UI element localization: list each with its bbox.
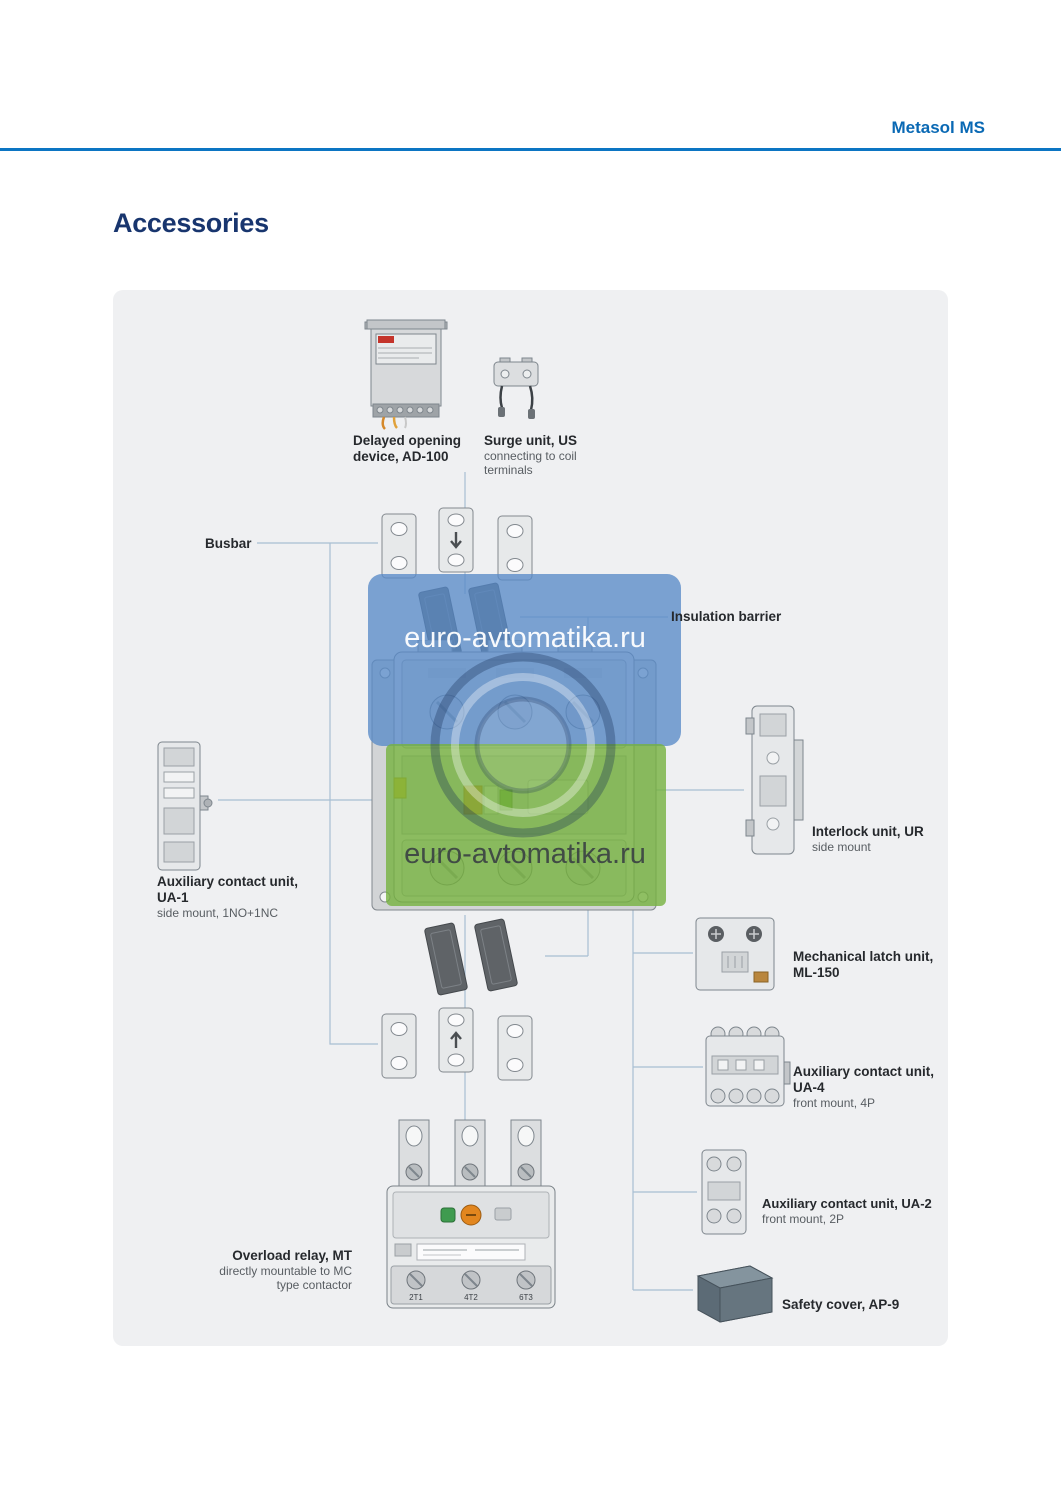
contactor-product-image bbox=[371, 640, 657, 911]
relay-terminal-label: 2T1 bbox=[409, 1293, 423, 1302]
label-insulation-barrier: Insulation barrier bbox=[671, 609, 781, 625]
busbar-plate-image bbox=[381, 1013, 417, 1079]
label-line: Auxiliary contact unit, bbox=[793, 1064, 935, 1079]
relay-label-strip bbox=[416, 1243, 526, 1261]
label-line: Busbar bbox=[205, 536, 252, 551]
relay-test-button bbox=[440, 1207, 456, 1223]
safety-cover-product-image bbox=[696, 1265, 774, 1323]
label-line: Mechanical latch unit, bbox=[793, 949, 934, 964]
contactor-nameplate bbox=[527, 779, 589, 815]
ad100-body bbox=[364, 319, 448, 418]
label-line: UA-1 bbox=[157, 890, 189, 905]
overload-relay-product-image: 2T1 4T2 6T3 bbox=[386, 1119, 556, 1309]
label-interlock-ur: Interlock unit, UR side mount bbox=[812, 824, 924, 854]
insulation-barrier-image bbox=[474, 918, 518, 992]
label-ml150: Mechanical latch unit, ML-150 bbox=[793, 949, 933, 981]
busbar-plate-image bbox=[438, 1007, 474, 1073]
insulation-barrier-image bbox=[424, 922, 468, 996]
label-overload-mt: Overload relay, MT directly mountable to… bbox=[180, 1248, 352, 1292]
label-line: device, AD-100 bbox=[353, 449, 449, 464]
busbar-plate-image bbox=[497, 1015, 533, 1081]
header-brand: Metasol MS bbox=[891, 118, 985, 137]
contactor-bottom-terminals bbox=[429, 850, 601, 886]
ml150-product-image bbox=[695, 917, 775, 991]
label-line: UA-4 bbox=[793, 1080, 825, 1095]
contactor-yellow-marker bbox=[393, 777, 407, 799]
label-safety-cover: Safety cover, AP-9 bbox=[782, 1297, 899, 1313]
label-line: Auxiliary contact unit, bbox=[157, 874, 299, 889]
surge-unit-product-image bbox=[493, 357, 539, 419]
label-ad100: Delayed opening device, AD-100 bbox=[353, 433, 461, 465]
interlock-ur-product-image bbox=[745, 705, 804, 855]
label-busbar: Busbar bbox=[205, 536, 252, 552]
page-title: Accessories bbox=[113, 208, 269, 238]
label-ua4: Auxiliary contact unit, UA-4 front mount… bbox=[793, 1064, 934, 1110]
label-subline: directly mountable to MC bbox=[219, 1264, 352, 1278]
relay-terminal-label: 6T3 bbox=[519, 1293, 533, 1302]
label-subline: connecting to coil bbox=[484, 449, 577, 463]
label-subline: front mount, 2P bbox=[762, 1212, 845, 1226]
label-line: Insulation barrier bbox=[671, 609, 782, 624]
label-subline: type contactor bbox=[276, 1278, 352, 1292]
label-line: Surge unit, US bbox=[484, 433, 578, 448]
busbar-plate-image bbox=[497, 515, 533, 581]
label-subline: front mount, 4P bbox=[793, 1096, 876, 1110]
relay-terminal-label: 4T2 bbox=[464, 1293, 478, 1302]
ua1-product-image bbox=[157, 741, 213, 871]
label-subline: side mount, 1NO+1NC bbox=[157, 906, 279, 920]
label-ua1: Auxiliary contact unit, UA-1 side mount,… bbox=[157, 874, 298, 920]
label-line: Delayed opening bbox=[353, 433, 462, 448]
label-line: ML-150 bbox=[793, 965, 840, 980]
header-rule bbox=[0, 148, 1061, 151]
label-line: Auxiliary contact unit, UA-2 bbox=[762, 1196, 932, 1211]
ua4-product-image bbox=[705, 1026, 791, 1107]
label-line: Safety cover, AP-9 bbox=[782, 1297, 900, 1312]
ua2-product-image bbox=[701, 1149, 747, 1235]
ad100-product-image bbox=[364, 319, 448, 430]
busbar-plate-image bbox=[438, 507, 474, 573]
ad100-wires bbox=[381, 416, 407, 430]
contactor-vents bbox=[428, 668, 602, 678]
contactor-coil-terminal bbox=[463, 785, 483, 815]
label-line: Overload relay, MT bbox=[232, 1248, 352, 1263]
label-surge-unit: Surge unit, US connecting to coil termin… bbox=[484, 433, 577, 477]
label-ua2: Auxiliary contact unit, UA-2 front mount… bbox=[762, 1196, 932, 1226]
label-subline: side mount bbox=[812, 840, 871, 854]
label-subline: terminals bbox=[484, 463, 533, 477]
label-line: Interlock unit, UR bbox=[812, 824, 924, 839]
contactor-top-terminals bbox=[429, 694, 601, 730]
busbar-plate-image bbox=[381, 513, 417, 579]
